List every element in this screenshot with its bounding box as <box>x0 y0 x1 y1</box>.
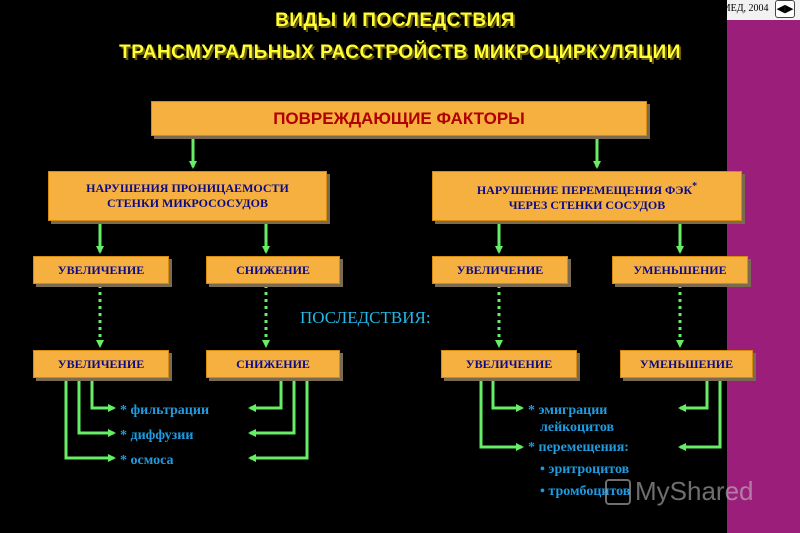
root-box-damaging-factors: ПОВРЕЖДАЮЩИЕ ФАКТОРЫ <box>151 101 647 136</box>
bracket-emigration-increase <box>491 379 524 412</box>
consequences-label: ПОСЛЕДСТВИЯ: <box>300 308 431 327</box>
effect-leukocytes: лейкоцитов <box>540 420 615 435</box>
category-movement-line2: ЧЕРЕЗ СТЕНКИ СОСУДОВ <box>508 198 666 212</box>
bracket-movement-increase <box>479 379 524 451</box>
watermark-text: MyShared <box>635 476 754 506</box>
category-movement-footnote: * <box>692 181 698 192</box>
effect-emigration: * эмиграции <box>528 403 608 418</box>
category-permeability-box: НАРУШЕНИЯ ПРОНИЦАЕМОСТИ СТЕНКИ МИКРОСОСУ… <box>48 171 327 221</box>
title-line-1: ВИДЫ И ПОСЛЕДСТВИЯ <box>275 10 515 31</box>
level2-decrease-permeability: СНИЖЕНИЕ <box>206 350 340 378</box>
bracket-increase-diffusion <box>77 379 116 437</box>
level1-decrease-movement: УМЕНЬШЕНИЕ <box>612 256 748 284</box>
bracket-decrease-filtration <box>248 379 283 412</box>
effect-movement: * перемещения: <box>528 440 629 455</box>
watermark: MyShared <box>605 476 754 507</box>
bracket-increase-osmosis <box>64 379 116 462</box>
effect-diffusion: * диффузии <box>120 428 194 443</box>
category-movement-line1: НАРУШЕНИЕ ПЕРЕМЕЩЕНИЯ ФЭК <box>476 183 693 197</box>
effect-platelets: • тромбоцитов <box>540 484 631 499</box>
effect-osmosis: * осмоса <box>120 453 174 468</box>
category-permeability-line1: НАРУШЕНИЯ ПРОНИЦАЕМОСТИ <box>86 181 289 195</box>
credit-text: ТАР-МЕД, 2004 <box>700 3 769 14</box>
bracket-decrease-diffusion <box>248 379 296 437</box>
bracket-increase-filtration <box>90 379 116 412</box>
bracket-movement-decrease <box>678 379 722 451</box>
bracket-decrease-osmosis <box>248 379 309 462</box>
level2-increase-permeability: УВЕЛИЧЕНИЕ <box>33 350 169 378</box>
level2-decrease-movement: УМЕНЬШЕНИЕ <box>620 350 753 378</box>
category-permeability-line2: СТЕНКИ МИКРОСОСУДОВ <box>106 196 268 210</box>
effect-erythrocytes: • эритроцитов <box>540 462 630 477</box>
effect-filtration: * фильтрации <box>120 403 210 418</box>
connector-lines <box>64 137 722 462</box>
category-movement-box: НАРУШЕНИЕ ПЕРЕМЕЩЕНИЯ ФЭК* ЧЕРЕЗ СТЕНКИ … <box>432 171 742 221</box>
title-line-2: ТРАНСМУРАЛЬНЫХ РАССТРОЙСТВ МИКРОЦИРКУЛЯЦ… <box>119 42 681 63</box>
level2-increase-movement: УВЕЛИЧЕНИЕ <box>441 350 577 378</box>
level1-decrease-permeability: СНИЖЕНИЕ <box>206 256 340 284</box>
nav-arrows-icon[interactable]: ◀▶ <box>775 0 795 18</box>
presentation-logo-icon <box>605 478 631 505</box>
level1-increase-movement: УВЕЛИЧЕНИЕ <box>432 256 568 284</box>
bracket-emigration-decrease <box>678 379 709 412</box>
level1-increase-permeability: УВЕЛИЧЕНИЕ <box>33 256 169 284</box>
